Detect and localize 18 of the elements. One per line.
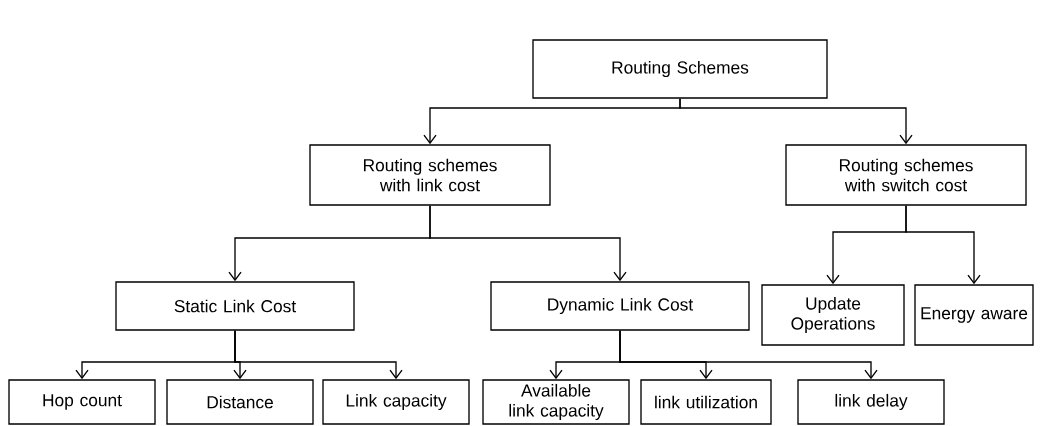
category-box: Update Operations — [761, 284, 905, 346]
category-box: Dynamic Link Cost — [490, 281, 750, 331]
category-box: Routing schemes with switch cost — [785, 144, 1027, 206]
category-box: Available link capacity — [482, 379, 630, 425]
arrow — [679, 98, 913, 145]
arrow — [619, 330, 878, 380]
category-box: Hop count — [8, 379, 156, 425]
category-box: Link capacity — [322, 379, 470, 425]
category-box: Distance — [166, 379, 314, 425]
arrow — [905, 205, 981, 285]
category-box: Routing Schemes — [532, 39, 828, 99]
category-box: Static Link Cost — [115, 281, 355, 331]
category-box: Routing schemes with link cost — [309, 144, 551, 206]
arrow — [234, 330, 403, 380]
arrow — [429, 205, 627, 282]
category-box: link utilization — [640, 379, 772, 425]
category-box: link delay — [797, 379, 945, 425]
category-box: Energy aware — [914, 284, 1034, 346]
